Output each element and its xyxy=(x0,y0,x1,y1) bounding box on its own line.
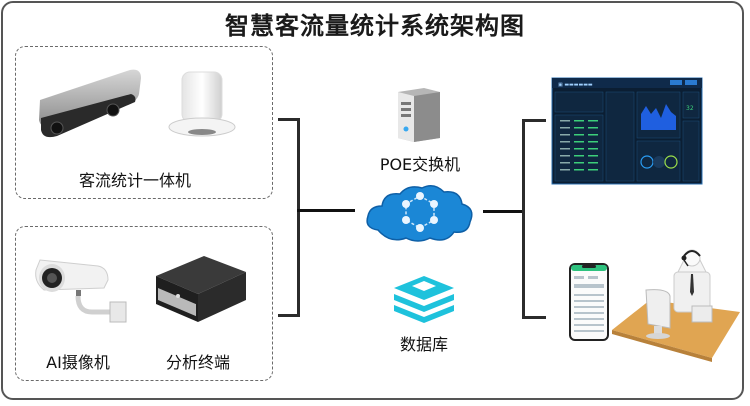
dashboard-screen: ▣ ▬▬▬▬▬▬ 32 xyxy=(551,77,703,185)
counter-device-group xyxy=(15,46,273,199)
poe-switch-icon xyxy=(398,88,440,142)
left-bracket-vertical xyxy=(297,118,300,317)
ai-device-group xyxy=(15,226,273,381)
ai-camera-icon xyxy=(35,259,127,323)
diagram-title: 智慧客流量统计系统架构图 xyxy=(225,12,525,40)
analysis-terminal-label: 分析终端 xyxy=(165,353,230,372)
ceiling-counter-icon xyxy=(168,71,236,137)
left-connector xyxy=(297,209,355,212)
dashboard-highlight-value: 32 xyxy=(686,105,694,112)
right-bracket-top xyxy=(522,119,546,122)
database-label: 数据库 xyxy=(399,335,448,354)
right-connector xyxy=(483,210,525,213)
network-cloud-icon xyxy=(366,185,473,242)
left-bracket-bottom xyxy=(278,314,300,317)
right-bracket-bottom xyxy=(522,316,546,319)
database-icon xyxy=(394,276,454,323)
left-bracket-top xyxy=(278,118,300,121)
right-bracket-vertical xyxy=(522,119,525,319)
ai-camera-label: AI摄像机 xyxy=(46,353,110,372)
operator-desk-icon xyxy=(612,249,740,362)
poe-switch-label: POE交换机 xyxy=(379,155,461,174)
dashboard-area-chart xyxy=(641,104,676,130)
counter-device-label: 客流统计一体机 xyxy=(78,171,191,190)
dashboard-table-rows xyxy=(560,120,598,171)
binocular-counter-camera-icon xyxy=(39,69,141,138)
svg-text:▣ ▬▬▬▬▬▬: ▣ ▬▬▬▬▬▬ xyxy=(558,82,593,88)
analysis-terminal-icon xyxy=(156,256,246,322)
mobile-phone-icon xyxy=(569,263,609,341)
